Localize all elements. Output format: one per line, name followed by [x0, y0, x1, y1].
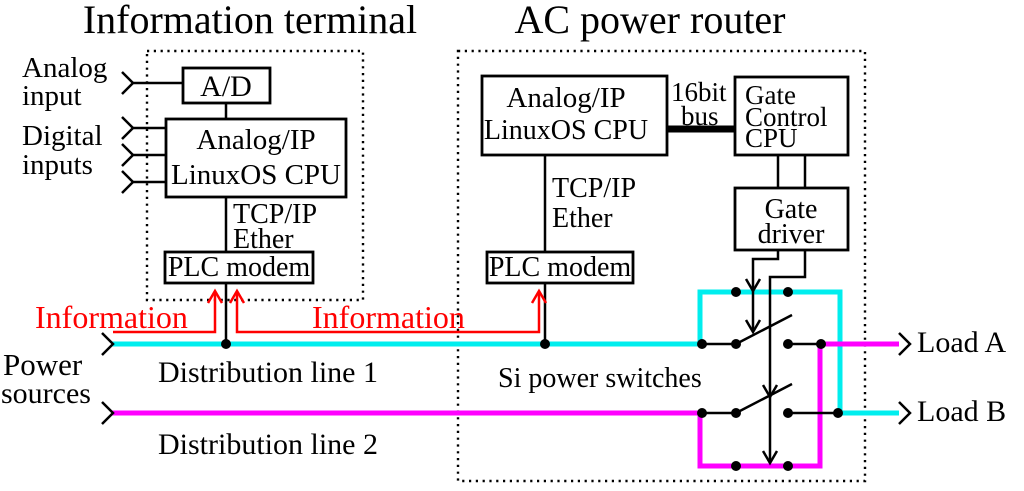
router-plc-modem-box	[485, 250, 635, 285]
gate-control-label-1: Gate	[745, 80, 796, 110]
terminal-cpu-label-2: LinuxOS CPU	[171, 159, 341, 191]
junction-dots	[221, 287, 843, 471]
junction-dot	[697, 408, 707, 418]
junction-dot	[221, 339, 231, 349]
gate-control-label-2: Control	[745, 102, 828, 132]
information-left-label: Information	[35, 299, 188, 335]
terminal-link-label-1: TCP/IP	[233, 199, 317, 230]
ad-converter-box	[181, 66, 272, 105]
power-source-chevron-icon-1	[101, 332, 115, 356]
gate-driver-box	[733, 186, 850, 252]
gate-control-label-3: CPU	[745, 123, 798, 153]
gate-signal-line-right	[768, 250, 807, 463]
gate-driver-label-2: driver	[758, 219, 826, 250]
junction-dot	[731, 461, 741, 471]
gate-signal-arrow-icon-4	[761, 450, 779, 466]
bus-label-2: bus	[681, 101, 719, 131]
information-arrow-icon-left	[206, 288, 224, 304]
load-b-chevron-icon	[898, 401, 912, 425]
ac-router-title: AC power router	[514, 0, 785, 42]
information-arrow-icon-mid-left	[228, 288, 246, 304]
digital-input-chevron-icon-2	[121, 143, 135, 167]
information-mid-label: Information	[312, 299, 465, 335]
router-cpu-box	[480, 74, 669, 157]
switch-a-blade	[735, 313, 793, 346]
gate-signal-arrow-icon-2	[744, 319, 762, 335]
terminal-plc-modem-label: PLC modem	[168, 252, 311, 283]
distribution-line-1-label: Distribution line 1	[158, 356, 378, 389]
digital-input-chevron-icon-1	[121, 116, 135, 140]
junction-dot	[783, 339, 793, 349]
load-b-label: Load B	[917, 395, 1006, 428]
power-sources-label-2: sources	[1, 377, 91, 410]
info-terminal-enclosure	[145, 49, 365, 302]
gate-signal-arrow-icon-1	[744, 278, 762, 294]
bus-label-1: 16bit	[671, 77, 727, 107]
router-plc-modem-label: PLC modem	[489, 252, 632, 283]
info-terminal-title: Information terminal	[83, 0, 417, 42]
si-power-switches-label: Si power switches	[498, 363, 702, 394]
terminal-cpu-box	[164, 117, 348, 199]
analog-input-label-1: Analog	[22, 52, 107, 84]
distribution-line-2	[112, 341, 899, 469]
analog-input-label-2: input	[22, 80, 82, 112]
gate-signal-line-left	[751, 250, 780, 332]
junction-dot	[783, 287, 793, 297]
router-cpu-label-2: LinuxOS CPU	[484, 115, 648, 146]
junction-dot	[697, 339, 707, 349]
load-a-label: Load A	[917, 326, 1006, 359]
ad-converter-label: A/D	[200, 70, 252, 103]
ac-router-enclosure	[456, 49, 867, 483]
power-sources-label-1: Power	[3, 347, 83, 382]
information-arrow-icon-mid-right	[530, 288, 548, 304]
distribution-line-2-label: Distribution line 2	[158, 428, 378, 461]
analog-input-chevron-icon	[121, 71, 135, 95]
power-source-chevron-icon-2	[101, 401, 115, 425]
information-left-link	[113, 291, 217, 334]
router-link-label-2: Ether	[552, 203, 613, 234]
junction-dot	[783, 461, 793, 471]
digital-inputs-label-2: inputs	[22, 149, 93, 181]
gate-control-cpu-box	[733, 75, 850, 157]
junction-dot	[833, 408, 843, 418]
junction-dot	[731, 287, 741, 297]
router-cpu-label-1: Analog/IP	[506, 82, 625, 114]
gate-signal-arrow-icon-3	[761, 384, 779, 400]
junction-dot	[816, 339, 826, 349]
terminal-plc-modem-box	[163, 250, 315, 285]
router-link-label-1: TCP/IP	[552, 173, 636, 204]
junction-dot	[783, 408, 793, 418]
load-a-chevron-icon	[898, 332, 912, 356]
switch-b-blade	[735, 382, 793, 415]
junction-dot	[540, 339, 550, 349]
gate-driver-label-1: Gate	[765, 194, 818, 225]
junction-dot	[731, 339, 741, 349]
information-mid-link	[235, 291, 541, 334]
digital-inputs-label-1: Digital	[22, 120, 103, 152]
digital-input-chevron-icon-3	[121, 170, 135, 194]
junction-dot	[731, 408, 741, 418]
terminal-link-label-2: Ether	[233, 224, 294, 255]
terminal-cpu-label-1: Analog/IP	[196, 124, 315, 156]
